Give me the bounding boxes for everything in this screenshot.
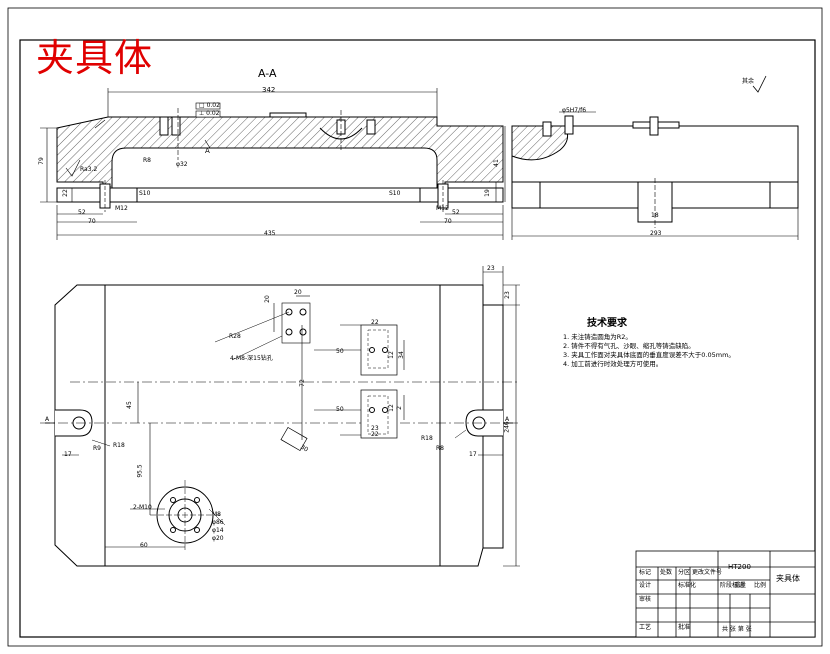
title-cell: 更改文件号 (692, 569, 723, 576)
dim-small-height-right: 19 (483, 189, 491, 197)
title-cell: 批准 (678, 624, 691, 631)
dim-20-b: 20 (263, 295, 271, 303)
holes-note: 4-M8-深15钻孔 (230, 355, 273, 362)
dim-12-b: 12 (387, 404, 395, 412)
title-cell: 处数 (660, 569, 673, 576)
side-view (511, 111, 799, 240)
outer-border (7, 7, 823, 647)
title-cell: 审核 (639, 596, 652, 603)
dim-23-side: 23 (503, 291, 511, 299)
title-cell: 比例 (754, 582, 767, 589)
dim-70-left: 70 (88, 218, 96, 225)
plan-view (40, 266, 520, 567)
dim-m12-right: M12 (436, 205, 449, 212)
requirement-item: 2. 铸件不得有气孔、沙眼、缩孔等铸造缺陷。 (563, 342, 695, 350)
requirement-item: 3. 夹具工作面对夹具体底面的垂直度误差不大于0.05mm。 (563, 351, 735, 359)
gd-box-2: ⊥ 0.02 (199, 110, 220, 117)
dim-r9: R9 (93, 445, 101, 452)
title-cell: 重量 (734, 582, 747, 589)
section-mark-left: A (45, 416, 50, 423)
dim-fit: φ5H7/f6 (562, 107, 587, 114)
dim-22-b: 22 (371, 431, 379, 438)
dim-side-width: 293 (650, 230, 662, 237)
dim-50-b: 50 (336, 406, 344, 413)
title-cell: 分区 (678, 569, 691, 576)
dim-70-right: 70 (444, 218, 452, 225)
surface-note: 其余 (742, 78, 755, 85)
dim-23-b: 23 (371, 425, 379, 432)
dim-72: 72 (298, 379, 306, 387)
dim-r18-right: R18 (421, 435, 433, 442)
dim-slot: 18 (651, 212, 659, 219)
title-cell: 设计 (639, 582, 652, 589)
dim-small-box: 2-M10 (133, 504, 152, 511)
dim-r8: R8 (143, 157, 151, 164)
dim-95: 95.5 (136, 464, 144, 478)
dim-22-a: 22 (371, 319, 379, 326)
dim-s10-left: S10 (139, 190, 151, 197)
dim-34: 34 (397, 351, 405, 359)
dim-m8: M8 (212, 511, 221, 518)
section-label: A-A (258, 67, 277, 80)
dim-r28: R28 (229, 333, 241, 340)
dim-17-right: 17 (469, 451, 477, 458)
section-view (40, 75, 767, 240)
requirement-item: 4. 加工前进行时效处理方可使用。 (563, 360, 663, 368)
dim-overall-length: 435 (264, 230, 276, 237)
dim-phi32: φ32 (176, 161, 188, 168)
requirement-item: 1. 未注铸造圆角为R2。 (563, 333, 632, 341)
requirements-title: 技术要求 (587, 318, 627, 329)
title-block (635, 550, 816, 638)
dim-52-right: 52 (452, 209, 460, 216)
dim-top-width: 342 (262, 86, 276, 94)
dim-small-height-left: 22 (61, 189, 69, 197)
dim-phi2: φ20 (212, 535, 224, 542)
dim-2-a: 2 (395, 406, 403, 410)
dim-r8: R8 (436, 445, 444, 452)
dim-m12-left: M12 (115, 205, 128, 212)
section-body (56, 116, 504, 189)
dim-r18-left: R18 (113, 442, 125, 449)
section-mark-right: A (505, 416, 510, 423)
title-cell: 共 张 第 张 (722, 626, 752, 633)
section-mark: A (205, 147, 210, 155)
inner-border (19, 39, 816, 638)
dim-60: 60 (140, 542, 148, 549)
dim-s10-right: S10 (389, 190, 401, 197)
dim-17-left: 17 (64, 451, 72, 458)
title-cell: 标记 (639, 569, 652, 576)
ra-left: Ra3.2 (80, 166, 98, 173)
title-name: 夹具体 (776, 574, 800, 583)
title-cell: 标准化 (678, 582, 697, 589)
gd-box-1: □ 0.02 (199, 102, 220, 109)
red-title: 夹具体 (36, 36, 154, 80)
dim-45: 45 (125, 401, 133, 409)
title-material: HT200 (728, 563, 751, 571)
dim-phi: φ14 (212, 527, 224, 534)
dim-23-top: 23 (487, 265, 495, 272)
dim-12-a: 12 (387, 351, 395, 359)
title-cell: 工艺 (639, 624, 652, 631)
dim-20-a: 20 (294, 289, 302, 296)
dim-50-a: 50 (336, 348, 344, 355)
dim-bolt-circle: φ86 (212, 519, 224, 526)
dim-52-left: 52 (78, 209, 86, 216)
title-cell: 阶段标记 (720, 582, 745, 589)
dim-height-right: 41 (492, 159, 500, 167)
dim-height-left: 79 (37, 157, 45, 165)
